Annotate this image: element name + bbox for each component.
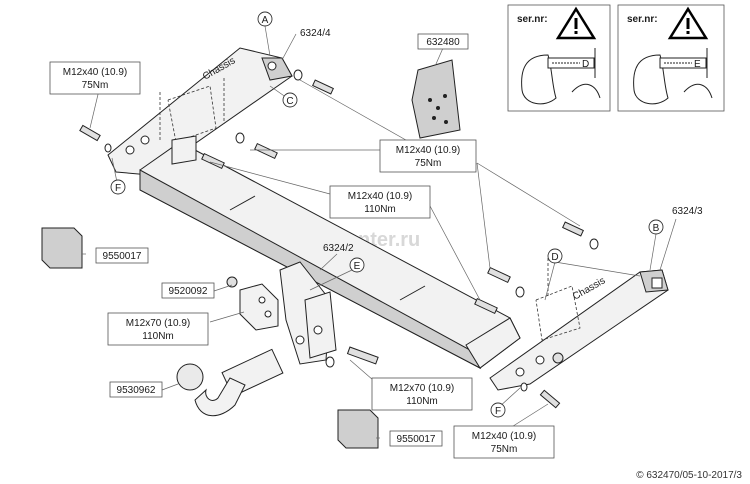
- warning-panel-2: ser.nr: E: [617, 4, 725, 112]
- rubber-block-lower: [337, 409, 379, 449]
- bolt-spec-1: M12x40 (10.9) 75Nm: [49, 61, 141, 95]
- part-6324-2: 6324/2: [323, 243, 354, 254]
- mark-label-e: E: [694, 59, 701, 70]
- svg-text:F: F: [115, 183, 121, 194]
- svg-text:9550017: 9550017: [397, 434, 436, 445]
- rubber-block-upper: [41, 227, 83, 269]
- tow-ball: [176, 348, 284, 417]
- svg-text:110Nm: 110Nm: [406, 396, 438, 407]
- svg-text:B: B: [653, 223, 660, 234]
- left-chassis-bracket: Chassis: [107, 47, 293, 176]
- bolt-spec-5: M12x70 (10.9) 110Nm: [371, 377, 473, 411]
- svg-text:110Nm: 110Nm: [142, 331, 174, 342]
- svg-text:9530962: 9530962: [117, 385, 156, 396]
- svg-text:M12x40 (10.9): M12x40 (10.9): [472, 431, 536, 442]
- bolt-spec-3: M12x40 (10.9) 110Nm: [329, 185, 431, 219]
- svg-text:M12x70 (10.9): M12x70 (10.9): [390, 383, 454, 394]
- svg-text:110Nm: 110Nm: [364, 204, 396, 215]
- kit-bag: [411, 59, 461, 139]
- svg-text:E: E: [354, 261, 361, 272]
- part-6324-3: 6324/3: [672, 206, 703, 217]
- nut-plate: [239, 283, 279, 331]
- svg-text:D: D: [551, 252, 558, 263]
- svg-text:9550017: 9550017: [103, 251, 142, 262]
- callout-b: B: [648, 219, 664, 235]
- callout-d: D: [547, 248, 563, 264]
- warning-triangle-icon: [667, 6, 709, 40]
- part-6324-4: 6324/4: [300, 28, 331, 39]
- nut-plate-label: 9520092: [161, 282, 215, 299]
- callout-c: C: [282, 92, 298, 108]
- block-upper-label: 9550017: [95, 247, 149, 264]
- ball-label: 9530962: [109, 381, 163, 398]
- svg-text:632480: 632480: [426, 37, 460, 48]
- right-chassis-bracket: Chassis: [489, 269, 669, 391]
- callout-f-left: F: [110, 179, 126, 195]
- svg-text:75Nm: 75Nm: [82, 80, 109, 91]
- center-mounting-plate: [279, 261, 337, 365]
- warning-panel-1: ser.nr: D: [507, 4, 611, 112]
- copyright-note: © 632470/05-10-2017/3: [636, 470, 742, 481]
- warning-triangle-icon: [555, 6, 597, 40]
- svg-text:M12x40 (10.9): M12x40 (10.9): [63, 67, 127, 78]
- callout-a: A: [257, 11, 273, 27]
- bolts: [79, 69, 599, 409]
- serial-label-1: ser.nr:: [517, 14, 548, 25]
- svg-text:A: A: [262, 15, 269, 26]
- main-crossbar: [139, 135, 521, 370]
- svg-text:9520092: 9520092: [169, 286, 208, 297]
- callout-f-right: F: [490, 402, 506, 418]
- svg-text:M12x70 (10.9): M12x70 (10.9): [126, 318, 190, 329]
- kit-label: 632480: [417, 33, 469, 50]
- bolt-spec-4: M12x70 (10.9) 110Nm: [107, 312, 209, 346]
- svg-text:C: C: [286, 96, 293, 107]
- svg-text:75Nm: 75Nm: [415, 158, 442, 169]
- callout-e: E: [349, 257, 365, 273]
- svg-text:75Nm: 75Nm: [491, 444, 518, 455]
- svg-text:M12x40 (10.9): M12x40 (10.9): [348, 191, 412, 202]
- bolt-spec-6: M12x40 (10.9) 75Nm: [453, 425, 555, 459]
- serial-label-2: ser.nr:: [627, 14, 658, 25]
- svg-text:F: F: [495, 406, 501, 417]
- block-lower-label: 9550017: [389, 430, 443, 447]
- bolt-spec-2: M12x40 (10.9) 75Nm: [379, 139, 477, 173]
- mark-label-d: D: [582, 59, 589, 70]
- svg-text:M12x40 (10.9): M12x40 (10.9): [396, 145, 460, 156]
